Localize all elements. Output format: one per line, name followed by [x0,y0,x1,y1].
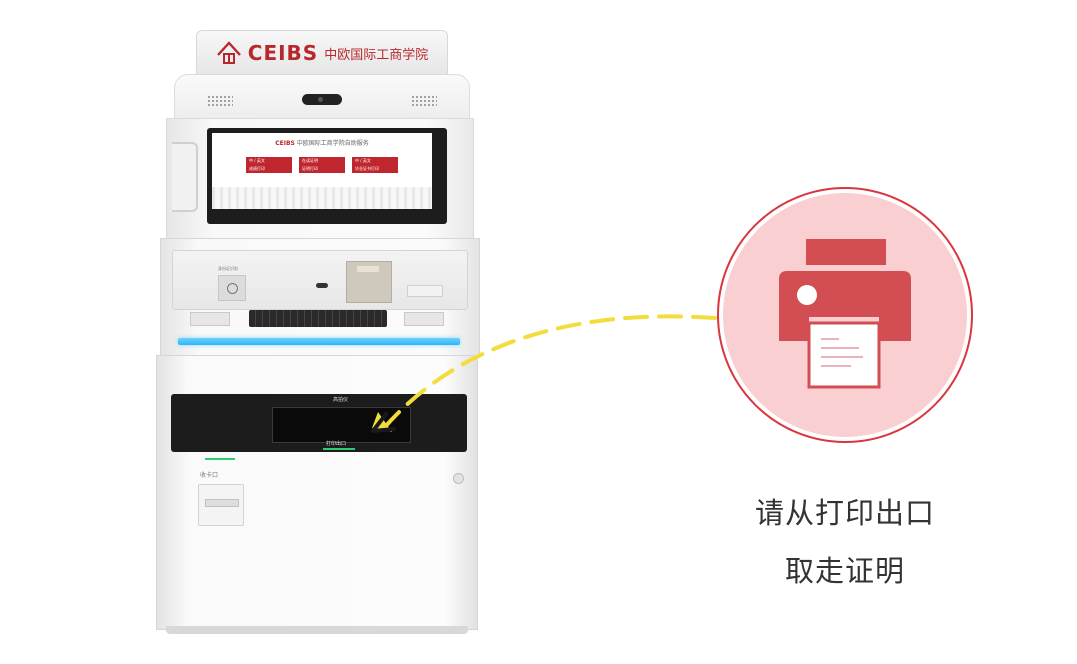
screen-skyline-graphic [212,187,432,209]
scanner-window [407,285,443,297]
screen-title-text: 中欧国际工商学院自助服务 [296,140,369,147]
screen-button-label: 毕业证书打印 [355,166,379,171]
sign-brand-text: CEIBS [247,41,319,65]
recycle-indicator-light [205,458,235,460]
receipt-printer-module [346,261,392,303]
screen-button-transcript[interactable]: 中 / 英文 成绩打印 [246,157,292,173]
speaker-left-icon [207,95,233,107]
card-slot[interactable] [316,283,328,288]
screen-button-enrollment[interactable]: 在读证明 证明打印 [299,157,345,173]
indicator-light-bar [178,338,460,345]
kiosk-base [166,626,468,634]
screen-button-label: 中 / 英文 [249,158,265,163]
screen-button-graduation[interactable]: 中 / 英文 毕业证书打印 [352,157,398,173]
screen-button-label: 成绩打印 [249,166,265,171]
outlet-indicator-light [323,448,355,450]
instruction-line-2: 取走证明 [784,554,905,588]
screen-button-label: 证明打印 [302,166,318,171]
id-card-reader[interactable] [218,275,246,301]
kiosk-head [174,74,470,122]
left-pad [190,312,230,326]
outlet-bottom-label: 打印出口 [326,441,347,447]
screen-button-label: 中 / 英文 [355,158,371,163]
card-recycle-slot[interactable] [198,484,244,526]
touch-screen[interactable]: CEIBS 中欧国际工商学院自助服务 中 / 英文 成绩打印 在读证明 证明打印… [207,128,447,224]
screen-title-brand: CEIBS [275,140,295,147]
outlet-top-label: 高拍仪 [333,397,349,403]
instruction-line-1: 请从打印出口 [754,496,935,530]
printer-icon [779,239,911,389]
ceibs-logo-icon [216,41,241,64]
camera-icon [302,94,342,105]
kiosk-sign: CEIBS 中欧国际工商学院 [196,30,448,75]
id-reader-label: 身份证识别 [218,266,238,271]
speaker-right-icon [411,95,437,107]
door-lock-icon [453,473,464,484]
screen-content: CEIBS 中欧国际工商学院自助服务 中 / 英文 成绩打印 在读证明 证明打印… [212,133,432,209]
keyboard[interactable] [249,310,387,327]
recycle-slot-label: 收卡口 [200,472,219,479]
screen-title: CEIBS 中欧国际工商学院自助服务 [212,138,432,147]
screen-button-label: 在读证明 [302,158,318,163]
right-pad [404,312,444,326]
sign-chinese-name: 中欧国际工商学院 [324,47,429,63]
side-handle [172,142,198,212]
